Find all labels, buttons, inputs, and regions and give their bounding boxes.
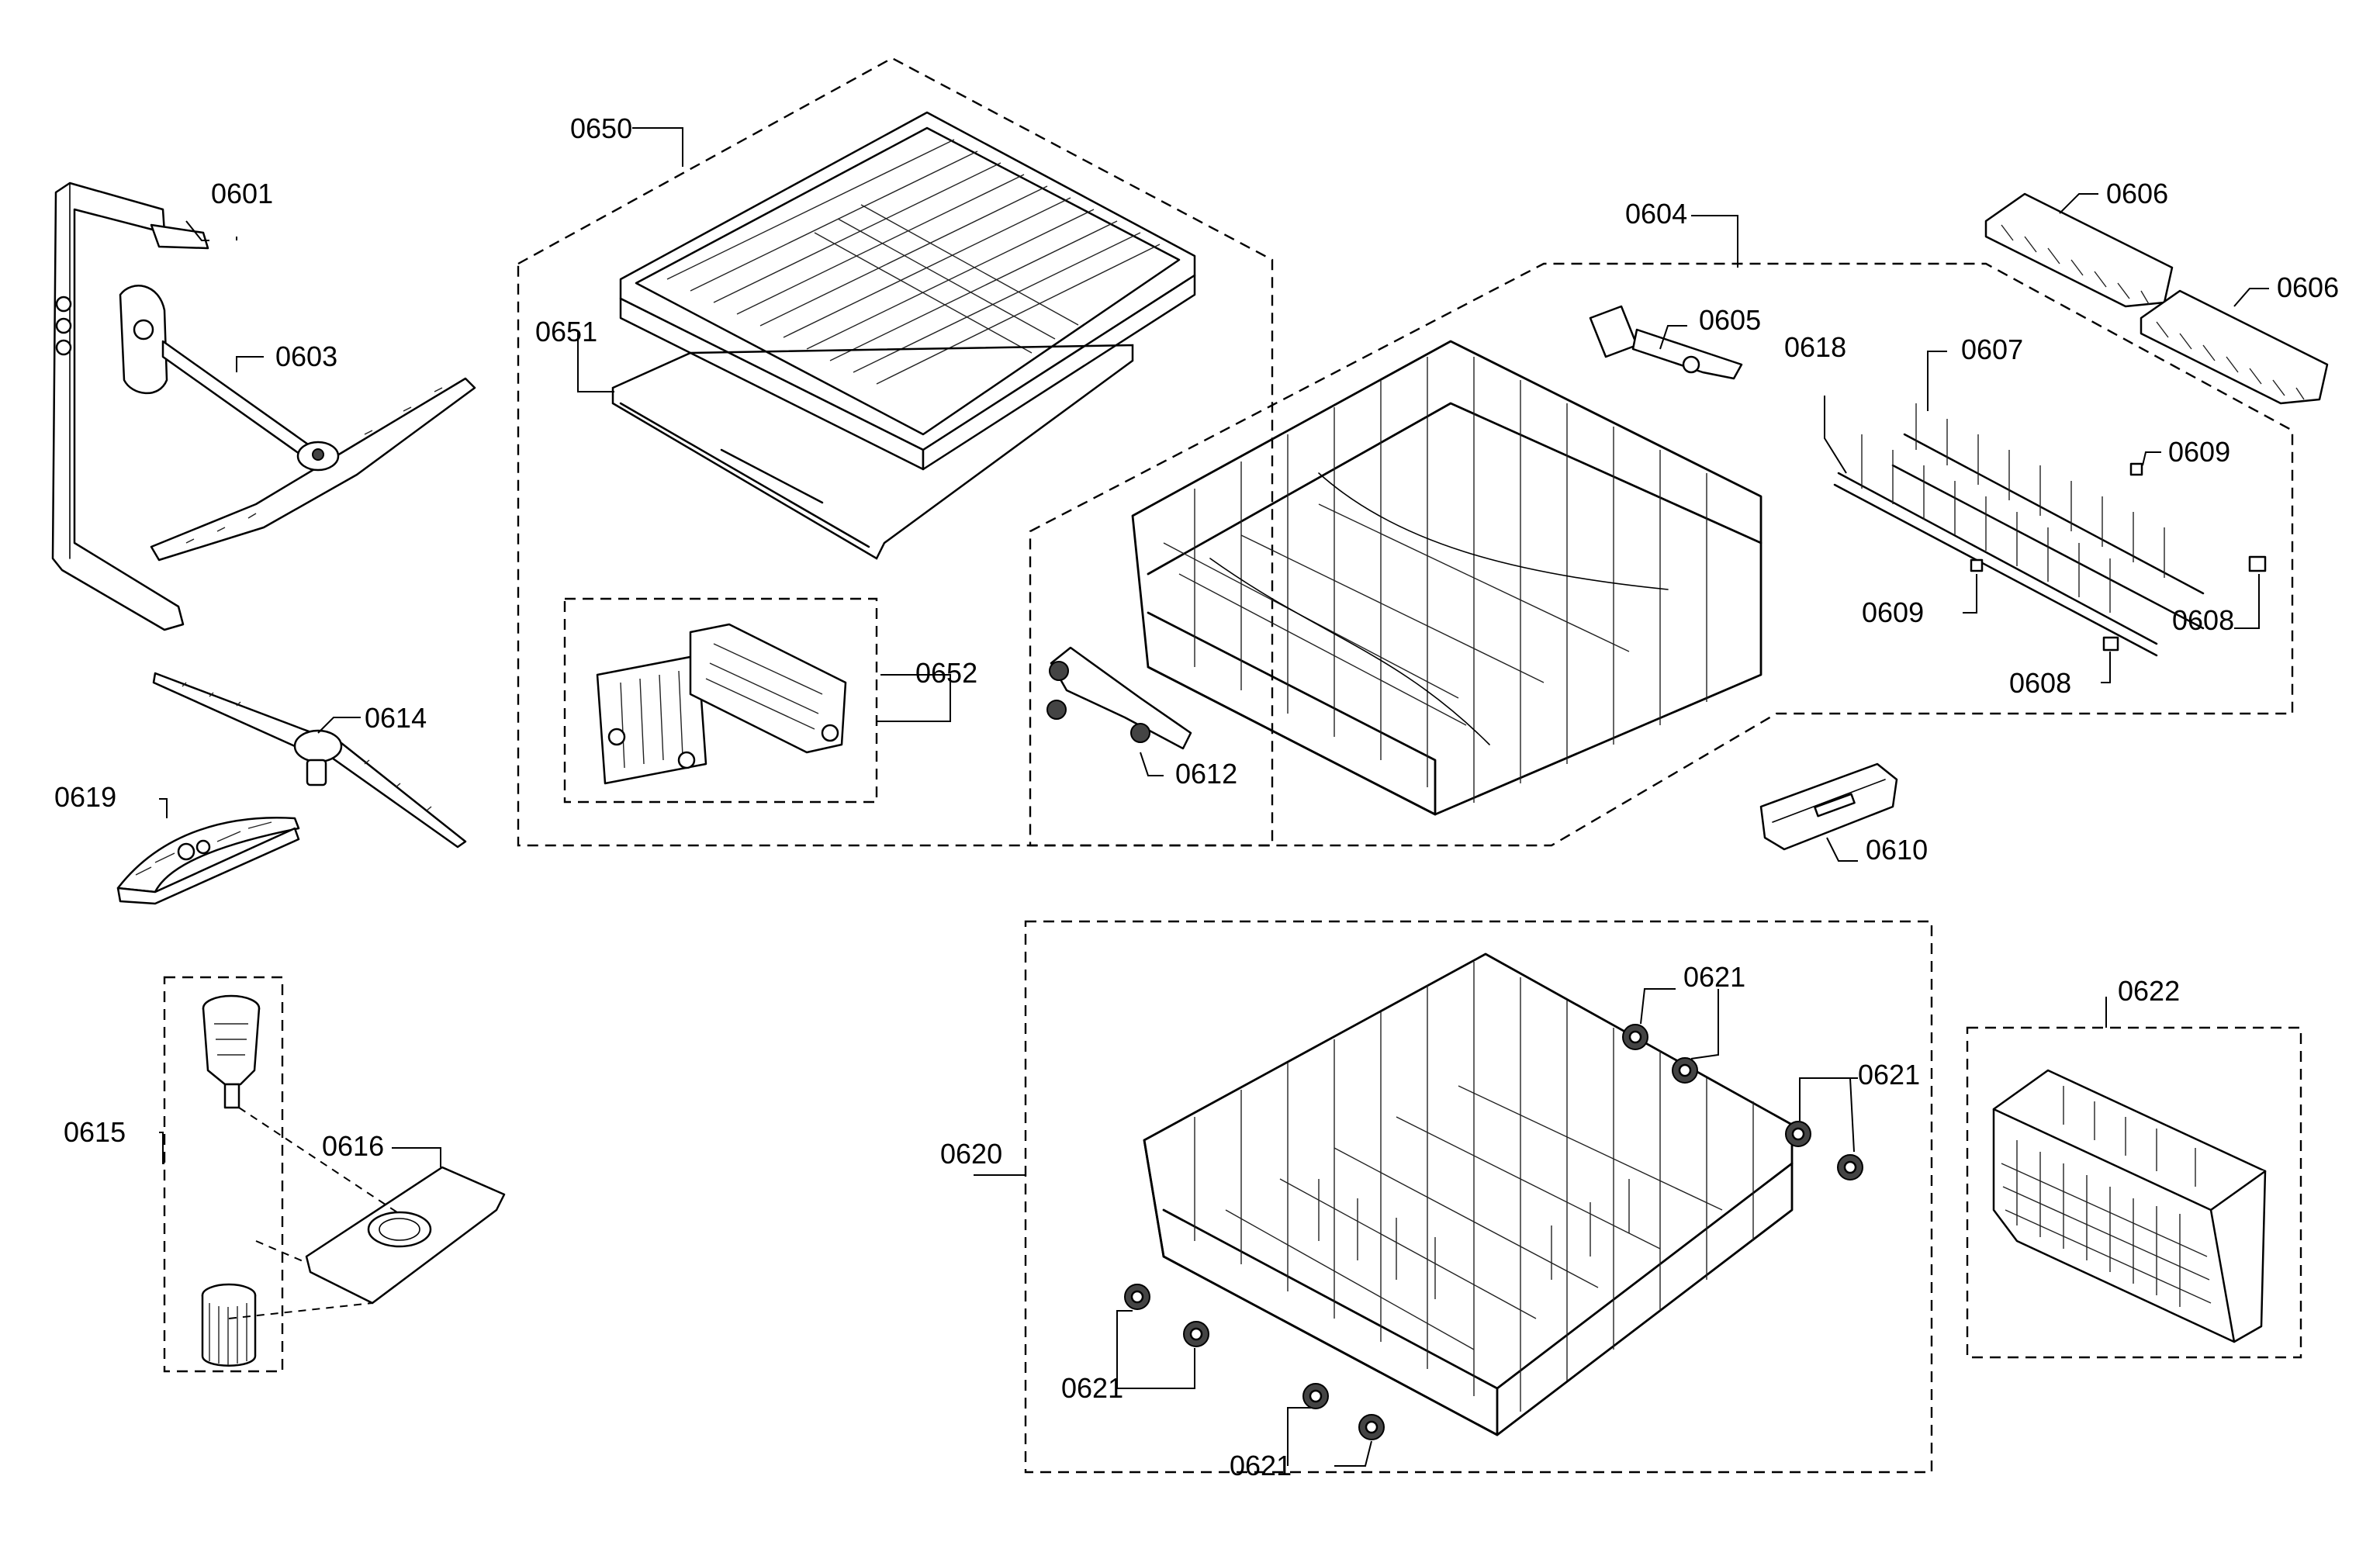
folding-tine-row-1 bbox=[1984, 192, 2174, 308]
rack-wheel bbox=[1785, 1121, 1811, 1147]
label-0606-a: 0606 bbox=[2106, 178, 2168, 209]
rack-wheel bbox=[1358, 1414, 1385, 1440]
group-box-rack-rail-detail bbox=[563, 597, 878, 804]
label-0621-b: 0621 bbox=[1858, 1059, 1920, 1091]
upper-spray-arm bbox=[119, 285, 476, 562]
label-0612: 0612 bbox=[1175, 758, 1237, 790]
clip-0609-top bbox=[2129, 462, 2143, 476]
label-0622: 0622 bbox=[2118, 975, 2180, 1007]
label-0605: 0605 bbox=[1699, 304, 1761, 336]
label-0652: 0652 bbox=[915, 657, 977, 689]
lower-spray-arm bbox=[152, 672, 467, 849]
label-0621-c: 0621 bbox=[1061, 1372, 1123, 1404]
lower-rack-basket bbox=[1143, 952, 1794, 1436]
spray-arm-supply-pipe bbox=[51, 181, 209, 631]
clip-0608-bottom bbox=[2102, 636, 2119, 652]
group-box-lower-rack-assembly bbox=[1024, 920, 1933, 1474]
label-0620: 0620 bbox=[940, 1138, 1002, 1170]
label-0651: 0651 bbox=[535, 316, 597, 347]
group-box-cutlery-basket bbox=[1966, 1026, 2302, 1359]
label-0607: 0607 bbox=[1961, 334, 2023, 365]
label-0614: 0614 bbox=[365, 702, 427, 734]
rack-wheel bbox=[1672, 1057, 1698, 1084]
label-0615: 0615 bbox=[64, 1116, 126, 1148]
label-0621-a: 0621 bbox=[1683, 961, 1745, 993]
clip-0608-right bbox=[2248, 555, 2267, 572]
cutlery-tray-frame bbox=[611, 344, 1134, 560]
rack-rail-left bbox=[596, 654, 707, 785]
rack-wheel bbox=[1183, 1321, 1209, 1347]
label-0618: 0618 bbox=[1784, 331, 1846, 363]
clip-0609-bottom bbox=[1970, 558, 1984, 572]
rack-wheel bbox=[1622, 1024, 1648, 1050]
part-labels: 0601 0603 0614 0619 0615 0616 0650 0651 … bbox=[54, 112, 2339, 1481]
rack-adjuster-side bbox=[1046, 646, 1192, 750]
label-0603: 0603 bbox=[275, 340, 337, 372]
folding-tine-row-2 bbox=[2140, 289, 2329, 405]
label-0608-b: 0608 bbox=[2009, 667, 2071, 699]
flat-filter bbox=[305, 1166, 506, 1305]
group-box-upper-basket-assembly bbox=[517, 57, 1274, 847]
label-0601: 0601 bbox=[211, 178, 273, 209]
label-0609-b: 0609 bbox=[1862, 596, 1924, 628]
group-box-filter-assembly bbox=[163, 976, 284, 1373]
rack-wheel bbox=[1302, 1383, 1329, 1409]
plate-rack-tines bbox=[1833, 434, 2158, 657]
cup-rack-tines bbox=[1891, 403, 2205, 630]
wheel-group bbox=[1124, 1024, 1863, 1440]
filter-cylinder-upper bbox=[202, 994, 261, 1109]
cutlery-basket bbox=[1992, 1069, 2267, 1343]
label-0609-a: 0609 bbox=[2168, 436, 2230, 468]
filter-assembly-link bbox=[228, 1107, 400, 1319]
cutlery-tray bbox=[619, 111, 1196, 471]
label-0604: 0604 bbox=[1625, 198, 1687, 230]
rack-handle bbox=[1759, 762, 1898, 851]
rack-rail-right bbox=[689, 623, 847, 754]
rack-adjuster-top bbox=[1589, 305, 1743, 380]
middle-rack-basket bbox=[1131, 340, 1763, 816]
micro-filter-cylinder bbox=[201, 1283, 257, 1367]
label-0606-b: 0606 bbox=[2277, 271, 2339, 303]
label-0650: 0650 bbox=[570, 112, 632, 144]
label-0616: 0616 bbox=[322, 1130, 384, 1162]
label-0610: 0610 bbox=[1866, 834, 1928, 866]
label-0619: 0619 bbox=[54, 781, 116, 813]
spray-arm-cover-plate bbox=[116, 817, 300, 905]
label-0621-d: 0621 bbox=[1230, 1450, 1292, 1481]
rack-wheel bbox=[1837, 1154, 1863, 1180]
rack-wheel bbox=[1124, 1284, 1150, 1310]
leader-lines bbox=[159, 127, 2269, 1467]
label-0608-a: 0608 bbox=[2172, 604, 2234, 636]
